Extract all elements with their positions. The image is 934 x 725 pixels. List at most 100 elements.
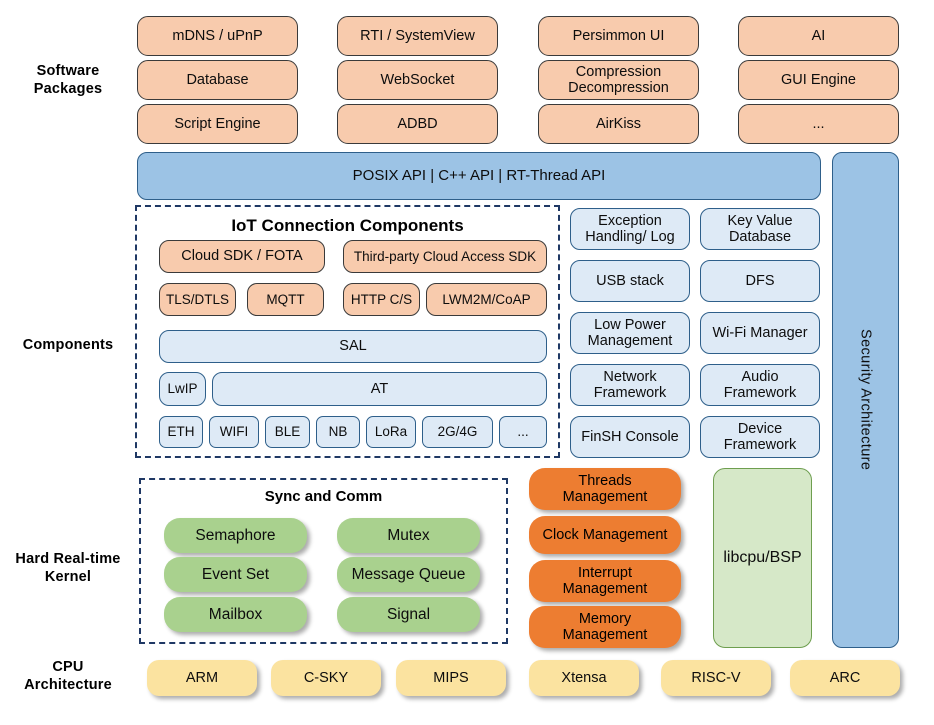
iot-box-sal[interactable]: SAL xyxy=(159,330,547,363)
cpu-box-c-sky[interactable]: C-SKY xyxy=(271,660,381,696)
kernel-box-memory-management[interactable]: Memory Management xyxy=(529,606,681,648)
iot-box-wifi[interactable]: WIFI xyxy=(209,416,259,448)
kernel-label-line1: Interrupt xyxy=(578,564,632,581)
component-box-key-value-database[interactable]: Key Value Database xyxy=(700,208,820,250)
row-label-hard-realtime-kernel: Hard Real-time Kernel xyxy=(4,550,132,586)
kernel-box-mailbox[interactable]: Mailbox xyxy=(164,597,307,632)
package-box-mdns-upnp[interactable]: mDNS / uPnP xyxy=(137,16,298,56)
component-label: FinSH Console xyxy=(581,428,679,445)
iot-label: WIFI xyxy=(219,424,249,440)
cpu-box-mips[interactable]: MIPS xyxy=(396,660,506,696)
component-label-line2: Database xyxy=(728,229,792,245)
component-box-wifi-manager[interactable]: Wi-Fi Manager xyxy=(700,312,820,354)
iot-box-more[interactable]: ... xyxy=(499,416,547,448)
package-label: mDNS / uPnP xyxy=(172,27,263,44)
package-box-more[interactable]: ... xyxy=(738,104,899,144)
package-label-line2: Decompression xyxy=(568,80,669,96)
component-box-exception-handling-log[interactable]: Exception Handling/ Log xyxy=(570,208,690,250)
component-box-low-power-management[interactable]: Low Power Management xyxy=(570,312,690,354)
component-box-network-framework[interactable]: Network Framework xyxy=(570,364,690,406)
component-label-line1: Audio xyxy=(741,368,779,385)
iot-group-title: IoT Connection Components xyxy=(231,216,464,235)
iot-label: ETH xyxy=(167,424,195,440)
package-box-adbd[interactable]: ADBD xyxy=(337,104,498,144)
kernel-label: Clock Management xyxy=(542,526,668,543)
kernel-box-threads-management[interactable]: Threads Management xyxy=(529,468,681,510)
row-label-kernel-line2: Kernel xyxy=(44,569,92,586)
iot-label: 2G/4G xyxy=(437,424,478,440)
component-label-line2: Framework xyxy=(723,437,797,453)
kernel-label: Mailbox xyxy=(208,605,263,623)
iot-label: LWM2M/CoAP xyxy=(442,291,531,307)
cpu-box-arc[interactable]: ARC xyxy=(790,660,900,696)
package-box-rti-systemview[interactable]: RTI / SystemView xyxy=(337,16,498,56)
package-box-ai[interactable]: AI xyxy=(738,16,899,56)
iot-box-http-cs[interactable]: HTTP C/S xyxy=(343,283,420,316)
package-box-airkiss[interactable]: AirKiss xyxy=(538,104,699,144)
libcpu-bsp-box[interactable]: libcpu/BSP xyxy=(713,468,812,648)
package-label: ADBD xyxy=(397,115,438,132)
package-box-compression-decompression[interactable]: Compression Decompression xyxy=(538,60,699,100)
iot-box-lwm2m-coap[interactable]: LWM2M/CoAP xyxy=(426,283,547,316)
kernel-label: Message Queue xyxy=(351,565,466,583)
iot-box-2g-4g[interactable]: 2G/4G xyxy=(422,416,493,448)
cpu-label: ARM xyxy=(185,669,219,686)
iot-label: NB xyxy=(328,424,348,440)
kernel-label: Event Set xyxy=(201,565,270,583)
iot-box-ble[interactable]: BLE xyxy=(265,416,310,448)
iot-connection-components-group: IoT Connection Components xyxy=(135,205,560,458)
component-label-line2: Framework xyxy=(723,385,797,401)
kernel-box-event-set[interactable]: Event Set xyxy=(164,557,307,592)
iot-box-nb[interactable]: NB xyxy=(316,416,360,448)
component-box-usb-stack[interactable]: USB stack xyxy=(570,260,690,302)
sync-and-comm-group: Sync and Comm xyxy=(139,478,508,644)
kernel-box-semaphore[interactable]: Semaphore xyxy=(164,518,307,553)
iot-label: MQTT xyxy=(266,291,305,307)
row-label-components-text: Components xyxy=(22,337,114,353)
package-box-websocket[interactable]: WebSocket xyxy=(337,60,498,100)
kernel-box-mutex[interactable]: Mutex xyxy=(337,518,480,553)
row-label-cpu-line1: CPU xyxy=(52,659,84,675)
cpu-box-xtensa[interactable]: Xtensa xyxy=(529,660,639,696)
kernel-label: Signal xyxy=(386,605,431,623)
package-label: RTI / SystemView xyxy=(360,27,475,44)
sync-group-title: Sync and Comm xyxy=(264,488,383,505)
cpu-label: RISC-V xyxy=(691,669,741,686)
iot-box-at[interactable]: AT xyxy=(212,372,547,406)
cpu-box-arm[interactable]: ARM xyxy=(147,660,257,696)
cpu-box-risc-v[interactable]: RISC-V xyxy=(661,660,771,696)
kernel-label: Semaphore xyxy=(195,526,276,544)
cpu-label: MIPS xyxy=(433,669,469,686)
kernel-label-line2: Management xyxy=(562,581,648,597)
iot-label: LoRa xyxy=(374,424,408,440)
package-box-database[interactable]: Database xyxy=(137,60,298,100)
libcpu-bsp-label: libcpu/BSP xyxy=(723,549,802,567)
security-architecture-bar[interactable]: Security Architecture xyxy=(832,152,899,648)
iot-box-mqtt[interactable]: MQTT xyxy=(247,283,324,316)
iot-box-third-party-cloud-access-sdk[interactable]: Third-party Cloud Access SDK xyxy=(343,240,547,273)
kernel-box-signal[interactable]: Signal xyxy=(337,597,480,632)
component-box-dfs[interactable]: DFS xyxy=(700,260,820,302)
package-box-persimmon-ui[interactable]: Persimmon UI xyxy=(538,16,699,56)
kernel-box-interrupt-management[interactable]: Interrupt Management xyxy=(529,560,681,602)
component-label-line1: Device xyxy=(737,420,783,437)
package-box-script-engine[interactable]: Script Engine xyxy=(137,104,298,144)
iot-box-eth[interactable]: ETH xyxy=(159,416,203,448)
component-box-finsh-console[interactable]: FinSH Console xyxy=(570,416,690,458)
iot-box-tls-dtls[interactable]: TLS/DTLS xyxy=(159,283,236,316)
component-label-line1: Network xyxy=(603,368,657,385)
component-box-device-framework[interactable]: Device Framework xyxy=(700,416,820,458)
iot-label: ... xyxy=(517,424,529,440)
component-box-audio-framework[interactable]: Audio Framework xyxy=(700,364,820,406)
kernel-box-message-queue[interactable]: Message Queue xyxy=(337,557,480,592)
iot-box-cloud-sdk-fota[interactable]: Cloud SDK / FOTA xyxy=(159,240,325,273)
kernel-label: Mutex xyxy=(387,526,430,544)
iot-box-lwip[interactable]: LwIP xyxy=(159,372,206,406)
iot-label: Cloud SDK / FOTA xyxy=(181,248,303,265)
iot-box-lora[interactable]: LoRa xyxy=(366,416,416,448)
kernel-box-clock-management[interactable]: Clock Management xyxy=(529,516,681,554)
iot-label: Third-party Cloud Access SDK xyxy=(353,248,537,264)
api-layer-bar[interactable]: POSIX API | C++ API | RT-Thread API xyxy=(137,152,821,200)
package-box-gui-engine[interactable]: GUI Engine xyxy=(738,60,899,100)
kernel-label-line1: Threads xyxy=(578,472,632,489)
